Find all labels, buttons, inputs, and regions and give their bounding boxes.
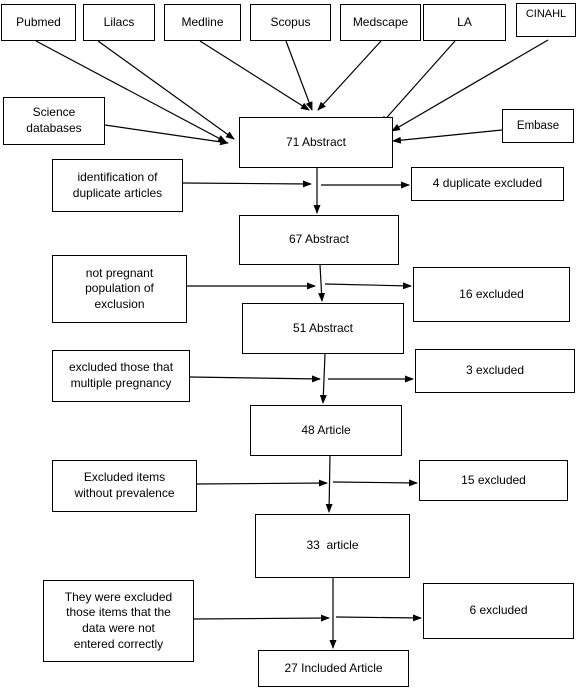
arrow-main-3-4 [319, 353, 327, 404]
source-embase-label: Embase [516, 119, 560, 132]
flow-step-label: 71 Abstract [285, 134, 347, 149]
source-la-label: LA [457, 14, 472, 29]
excluded-16: 16 excluded [413, 267, 570, 322]
source-scopus: Scopus [250, 4, 331, 41]
source-science-databases-label: Science databases [26, 105, 82, 135]
criteria-duplicate-articles: identification of duplicate articles [52, 159, 183, 212]
flow-step-33-article: 33 article [255, 514, 410, 578]
source-embase: Embase [502, 109, 574, 143]
arrow-main-4-5 [325, 455, 333, 513]
arrow-c5-in [193, 614, 330, 622]
excluded-label: 15 excluded [461, 472, 526, 487]
source-medscape-label: Medscape [352, 14, 409, 29]
arrow-c4-in [196, 479, 328, 487]
excluded-label: 3 excluded [465, 363, 525, 378]
criteria-without-prevalence: Excluded items without prevalence [52, 460, 197, 512]
arrow-scopus [285, 40, 313, 111]
flow-step-27-included-article: 27 Included Article [258, 650, 409, 687]
criteria-label: They were excluded those items that the … [64, 589, 173, 651]
arrow-embase [392, 129, 503, 144]
flow-step-label: 48 Article [301, 422, 351, 437]
flow-step-71-abstract: 71 Abstract [239, 117, 393, 168]
source-pubmed: Pubmed [1, 4, 76, 41]
criteria-multiple-pregnancy: excluded those that multiple pregnancy [52, 350, 190, 402]
criteria-data-not-entered: They were excluded those items that the … [43, 580, 194, 662]
source-la: LA [423, 4, 506, 41]
excluded-4-duplicate: 4 duplicate excluded [411, 167, 564, 201]
excluded-label: 16 excluded [459, 286, 524, 301]
excluded-label: 6 excluded [469, 603, 528, 618]
arrow-medline [199, 40, 310, 111]
arrow-e4 [332, 479, 418, 487]
arrow-main-2-3 [318, 264, 326, 302]
criteria-label: excluded those that multiple pregnancy [68, 360, 174, 390]
criteria-label: Excluded items without prevalence [74, 470, 175, 500]
flow-step-label: 67 Abstract [288, 232, 350, 247]
criteria-label: identification of duplicate articles [72, 169, 163, 200]
source-lilacs-label: Lilacs [103, 14, 135, 29]
flow-step-label: 33 article [306, 538, 359, 553]
criteria-label: not pregnant population of exclusion [85, 265, 154, 311]
flow-step-label: 51 Abstract [292, 320, 354, 335]
source-pubmed-label: Pubmed [16, 14, 61, 29]
excluded-6: 6 excluded [423, 583, 574, 639]
criteria-not-pregnant: not pregnant population of exclusion [52, 255, 187, 323]
source-medline-label: Medline [181, 14, 224, 29]
source-medscape: Medscape [340, 4, 421, 41]
flow-step-51-abstract: 51 Abstract [242, 303, 404, 354]
source-science-databases: Science databases [3, 97, 105, 145]
arrow-cinahl [391, 39, 549, 132]
flow-step-48-article: 48 Article [250, 405, 402, 456]
arrow-medscape [317, 40, 382, 111]
excluded-15: 15 excluded [419, 460, 568, 501]
source-cinahl-label: CINAHL [525, 8, 567, 20]
excluded-label: 4 duplicate excluded [432, 176, 543, 191]
source-scopus-label: Scopus [270, 14, 311, 29]
arrow-lilacs [97, 40, 235, 140]
flow-step-label: 27 Included Article [284, 660, 383, 675]
arrow-science-databases [104, 124, 229, 146]
source-lilacs: Lilacs [83, 4, 155, 41]
source-medline: Medline [164, 4, 241, 41]
arrow-pubmed [35, 40, 227, 143]
arrow-c3-in [189, 375, 321, 383]
source-cinahl: CINAHL [516, 3, 576, 37]
arrow-la [380, 40, 456, 125]
arrow-e5 [335, 614, 422, 622]
excluded-3: 3 excluded [415, 349, 575, 393]
arrow-e2 [324, 282, 412, 290]
arrow-c1-in [182, 180, 312, 188]
flow-step-67-abstract: 67 Abstract [239, 215, 399, 265]
